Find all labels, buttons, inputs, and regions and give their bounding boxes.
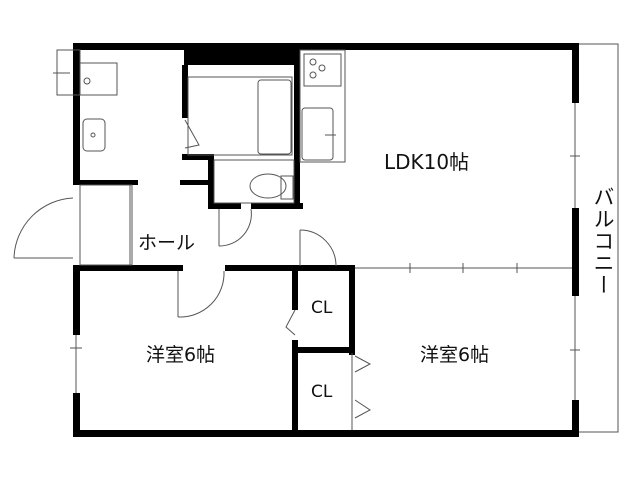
- thin-lines: [13, 43, 619, 433]
- room-label-hall: ホール: [138, 232, 196, 254]
- walls: [73, 43, 579, 437]
- room-label-balcony: バルコニー: [591, 186, 615, 296]
- room-label-western-right: 洋室6帖: [420, 344, 490, 366]
- room-label-western-left: 洋室6帖: [146, 344, 216, 366]
- room-label-closet-lower: CL: [311, 382, 333, 402]
- room-label-closet-upper: CL: [311, 298, 333, 318]
- room-label-ldk: LDK10帖: [384, 150, 470, 174]
